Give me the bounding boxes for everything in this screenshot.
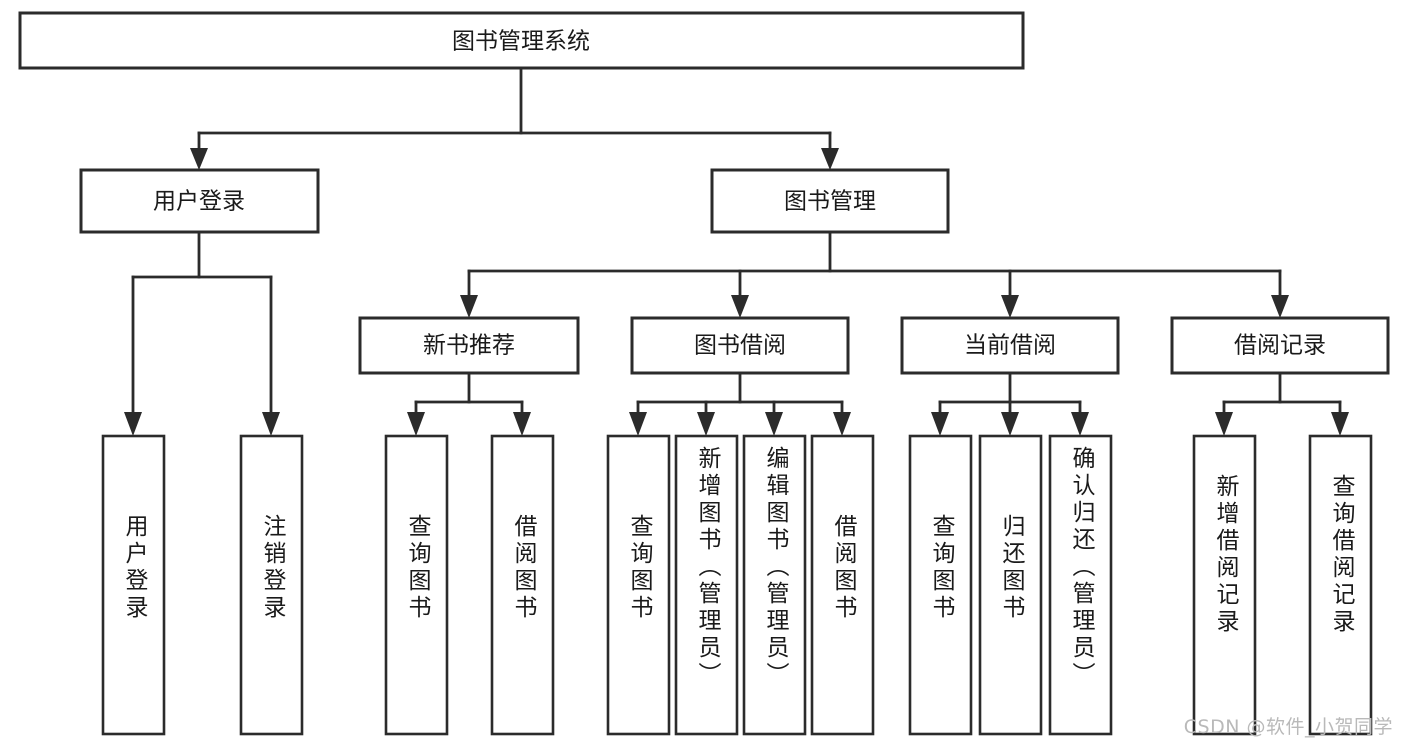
csdn-watermark: CSDN @软件_小贺同学 — [1183, 716, 1393, 738]
arrow-head-cb-leaf-1 — [931, 412, 949, 436]
arrow-head-nb-leaf-1 — [407, 412, 425, 436]
connector-layer — [124, 66, 1349, 436]
node-new-book-label: 新书推荐 — [423, 333, 515, 359]
arrow-head-nb-leaf-2 — [513, 412, 531, 436]
node-borrow-record-box[interactable] — [1170, 316, 1390, 375]
node-current-borrow-box[interactable] — [900, 316, 1120, 375]
node-user-login-box[interactable] — [79, 168, 320, 234]
arrow-head-cb-leaf-3 — [1071, 412, 1089, 436]
node-root-box[interactable] — [18, 11, 1025, 70]
leaf-box-user-login[interactable] — [101, 434, 166, 736]
arrow-head-book-borrow — [731, 295, 749, 318]
leaf-box-cb-query-book[interactable] — [908, 434, 973, 736]
leaf-box-logout[interactable] — [239, 434, 304, 736]
arrow-head-borrow-record — [1271, 295, 1289, 318]
arrow-head-user-login — [190, 148, 208, 170]
node-book-manage-label: 图书管理 — [784, 189, 876, 215]
arrow-head-new-book — [460, 295, 478, 318]
node-borrow-record-label: 借阅记录 — [1234, 333, 1326, 359]
node-root-label: 图书管理系统 — [452, 29, 590, 55]
node-new-book-box[interactable] — [358, 316, 580, 375]
arrow-head-current-borrow — [1001, 295, 1019, 318]
arrow-head-bb-leaf-2 — [697, 412, 715, 436]
leaf-box-cb-confirm-return[interactable] — [1048, 434, 1113, 736]
leaf-box-nb-borrow-book[interactable] — [490, 434, 555, 736]
leaf-box-nb-query-book[interactable] — [384, 434, 449, 736]
node-layer: 图书管理系统 用户登录 图书管理 新书推荐 图书借阅 当前借阅 借阅记录 — [18, 11, 1390, 736]
leaf-box-br-add-record[interactable] — [1192, 434, 1257, 736]
arrow-head-bb-leaf-1 — [629, 412, 647, 436]
node-book-borrow-label: 图书借阅 — [694, 333, 786, 359]
arrow-head-book-manage — [821, 148, 839, 170]
node-current-borrow-label: 当前借阅 — [964, 333, 1056, 359]
leaf-box-br-query-record[interactable] — [1308, 434, 1373, 736]
arrow-head-leaf-logout — [262, 412, 280, 436]
arrow-head-cb-leaf-2 — [1001, 412, 1019, 436]
node-user-login-label: 用户登录 — [153, 189, 245, 215]
arrow-head-bb-leaf-4 — [833, 412, 851, 436]
leaf-box-bb-add-book[interactable] — [674, 434, 739, 736]
leaf-box-cb-return-book[interactable] — [978, 434, 1043, 736]
arrow-head-leaf-user-login — [124, 412, 142, 436]
arrow-head-br-leaf-1 — [1215, 412, 1233, 436]
leaf-box-bb-edit-book[interactable] — [742, 434, 807, 736]
leaf-box-bb-query-book[interactable] — [606, 434, 671, 736]
leaf-box-bb-borrow-book[interactable] — [810, 434, 875, 736]
node-book-manage-box[interactable] — [710, 168, 950, 234]
arrow-head-bb-leaf-3 — [765, 412, 783, 436]
node-book-borrow-box[interactable] — [630, 316, 850, 375]
arrow-head-br-leaf-2 — [1331, 412, 1349, 436]
